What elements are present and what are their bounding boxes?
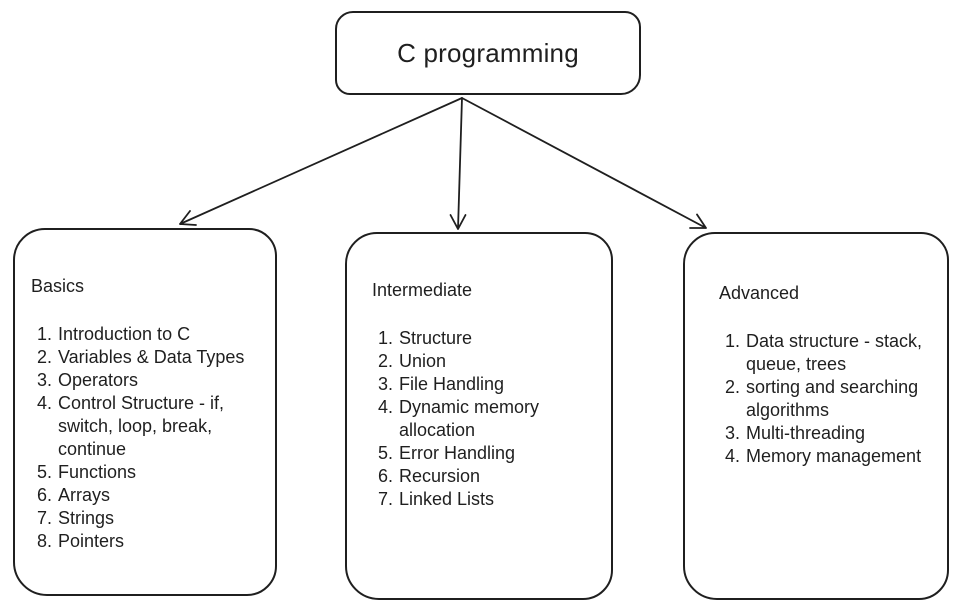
list-item: File Handling <box>398 373 599 396</box>
list-item: Introduction to C <box>57 323 265 346</box>
list-item: Strings <box>57 507 265 530</box>
list-item: Control Structure - if, switch, loop, br… <box>57 392 265 461</box>
list-item: Error Handling <box>398 442 599 465</box>
list-item: Data structure - stack, queue, trees <box>745 330 935 376</box>
list-item: Pointers <box>57 530 265 553</box>
list-item: Recursion <box>398 465 599 488</box>
list-item: Arrays <box>57 484 265 507</box>
list-item: sorting and searching algorithms <box>745 376 935 422</box>
branch-list-basics: Introduction to C Variables & Data Types… <box>31 323 265 553</box>
list-item: Union <box>398 350 599 373</box>
branch-list-advanced: Data structure - stack, queue, trees sor… <box>719 330 935 468</box>
branch-list-intermediate: Structure Union File Handling Dynamic me… <box>372 327 599 511</box>
list-item: Memory management <box>745 445 935 468</box>
branch-title-advanced: Advanced <box>719 283 800 303</box>
arrow-root-to-intermediate <box>449 97 467 230</box>
branch-node-advanced: Advanced Data structure - stack, queue, … <box>683 232 949 600</box>
branch-title-basics: Basics <box>31 276 85 296</box>
list-item: Structure <box>398 327 599 350</box>
list-item: Dynamic memory allocation <box>398 396 599 442</box>
arrow-root-to-basics <box>179 97 463 226</box>
branch-node-intermediate: Intermediate Structure Union File Handli… <box>345 232 613 600</box>
root-node-label: C programming <box>397 37 579 68</box>
list-item: Functions <box>57 461 265 484</box>
list-item: Variables & Data Types <box>57 346 265 369</box>
arrow-root-to-advanced <box>461 97 707 229</box>
branch-node-basics: Basics Introduction to C Variables & Dat… <box>13 228 277 596</box>
list-item: Operators <box>57 369 265 392</box>
branch-title-intermediate: Intermediate <box>372 280 473 300</box>
root-node-c-programming: C programming <box>335 11 641 95</box>
list-item: Linked Lists <box>398 488 599 511</box>
list-item: Multi-threading <box>745 422 935 445</box>
